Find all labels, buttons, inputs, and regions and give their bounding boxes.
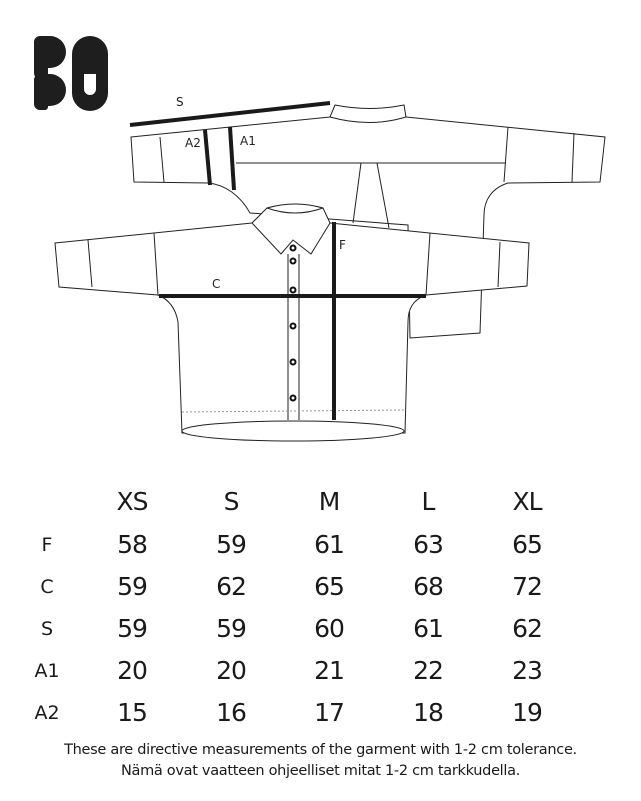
table-cell: 16 bbox=[216, 698, 247, 727]
table-cell: 20 bbox=[216, 656, 247, 685]
table-cell: 63 bbox=[413, 530, 444, 559]
label-f: F bbox=[339, 238, 346, 252]
buttons bbox=[289, 244, 297, 402]
table-cell: 68 bbox=[413, 572, 444, 601]
column-header-xs: XS bbox=[116, 487, 149, 516]
table-cell: 17 bbox=[314, 698, 345, 727]
row-label-s: S bbox=[40, 618, 54, 640]
label-s: S bbox=[176, 95, 184, 109]
label-a2: A2 bbox=[185, 136, 201, 150]
table-cell: 21 bbox=[314, 656, 345, 685]
table-cell: 62 bbox=[512, 614, 543, 643]
measurement-lines bbox=[129, 101, 426, 420]
table-cell: 19 bbox=[512, 698, 543, 727]
row-label-a1: A1 bbox=[34, 660, 60, 682]
table-cell: 59 bbox=[216, 614, 247, 643]
table-cell: 18 bbox=[413, 698, 444, 727]
table-cell: 60 bbox=[314, 614, 345, 643]
garment-diagram bbox=[34, 36, 606, 442]
table-cell: 23 bbox=[512, 656, 543, 685]
table-cell: 62 bbox=[216, 572, 247, 601]
table-cell: 59 bbox=[216, 530, 247, 559]
table-cell: 59 bbox=[117, 614, 148, 643]
table-cell: 61 bbox=[413, 614, 444, 643]
table-cell: 22 bbox=[413, 656, 444, 685]
papu-logo-icon bbox=[34, 36, 108, 111]
column-header-s: S bbox=[223, 487, 240, 516]
measure-s bbox=[129, 101, 331, 127]
label-a1: A1 bbox=[240, 134, 256, 148]
row-label-c: C bbox=[40, 576, 54, 598]
row-label-a2: A2 bbox=[34, 702, 60, 724]
table-cell: 15 bbox=[117, 698, 148, 727]
label-c: C bbox=[212, 277, 221, 291]
table-cell: 59 bbox=[117, 572, 148, 601]
footer-finnish: Nämä ovat vaatteen ohjeelliset mitat 1-2… bbox=[120, 763, 521, 779]
table-cell: 65 bbox=[314, 572, 345, 601]
table-cell: 20 bbox=[117, 656, 148, 685]
column-header-m: M bbox=[318, 487, 341, 516]
measure-a1 bbox=[228, 126, 236, 191]
measure-a2 bbox=[203, 129, 212, 186]
table-cell: 65 bbox=[512, 530, 543, 559]
table-cell: 61 bbox=[314, 530, 345, 559]
row-label-f: F bbox=[41, 534, 53, 556]
footer-english: These are directive measurements of the … bbox=[64, 742, 577, 758]
column-header-xl: XL bbox=[512, 487, 542, 516]
table-cell: 58 bbox=[117, 530, 148, 559]
table-cell: 72 bbox=[512, 572, 543, 601]
column-header-l: L bbox=[421, 487, 436, 516]
